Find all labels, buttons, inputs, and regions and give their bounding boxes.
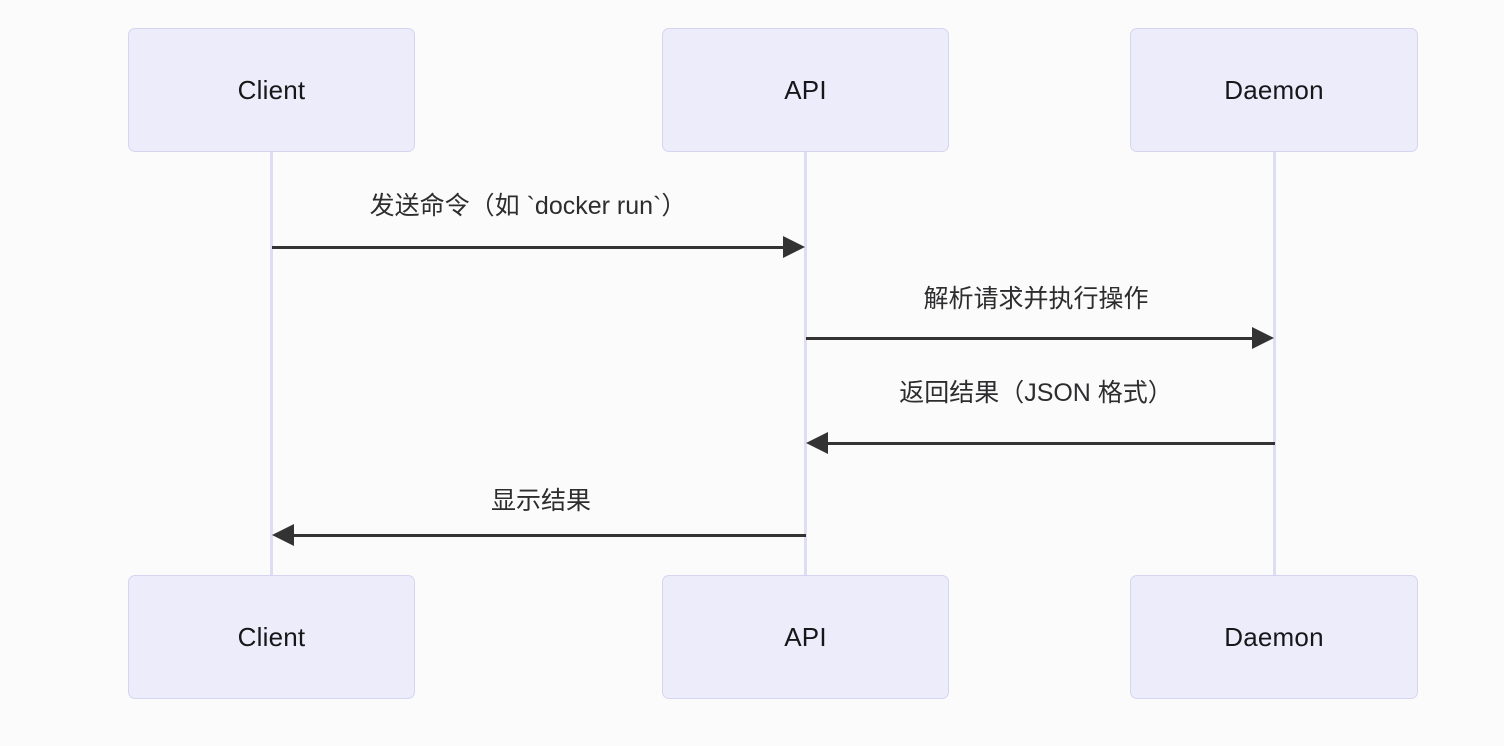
message-label-return-result: 返回结果（JSON 格式） (899, 379, 1173, 407)
message-line-parse-request (806, 337, 1253, 340)
participant-box-client-bottom[interactable]: Client (128, 575, 415, 699)
message-label-parse-request: 解析请求并执行操作 (923, 285, 1149, 313)
lifeline-client (270, 152, 273, 576)
message-label-send-command: 发送命令（如 `docker run`） (369, 192, 687, 220)
participant-label-daemon-top: Daemon (1224, 75, 1324, 105)
participant-label-client-top: Client (237, 75, 306, 105)
lifeline-api (804, 152, 807, 576)
message-label-display-result: 显示结果 (490, 487, 592, 515)
participant-label-api-top: API (784, 75, 827, 105)
arrowhead-left-return-result (806, 432, 828, 454)
participant-box-api-top[interactable]: API (662, 28, 949, 152)
message-line-display-result (294, 534, 806, 537)
arrowhead-right-send-command (783, 236, 805, 258)
arrowhead-left-display-result (272, 524, 294, 546)
message-line-send-command (272, 246, 784, 249)
participant-box-client-top[interactable]: Client (128, 28, 415, 152)
participant-label-daemon-bottom: Daemon (1224, 622, 1324, 652)
message-line-return-result (828, 442, 1275, 445)
lifeline-daemon (1273, 152, 1276, 576)
participant-label-client-bottom: Client (237, 622, 306, 652)
participant-box-daemon-bottom[interactable]: Daemon (1130, 575, 1418, 699)
participant-label-api-bottom: API (784, 622, 827, 652)
arrowhead-right-parse-request (1252, 327, 1274, 349)
participant-box-api-bottom[interactable]: API (662, 575, 949, 699)
participant-box-daemon-top[interactable]: Daemon (1130, 28, 1418, 152)
